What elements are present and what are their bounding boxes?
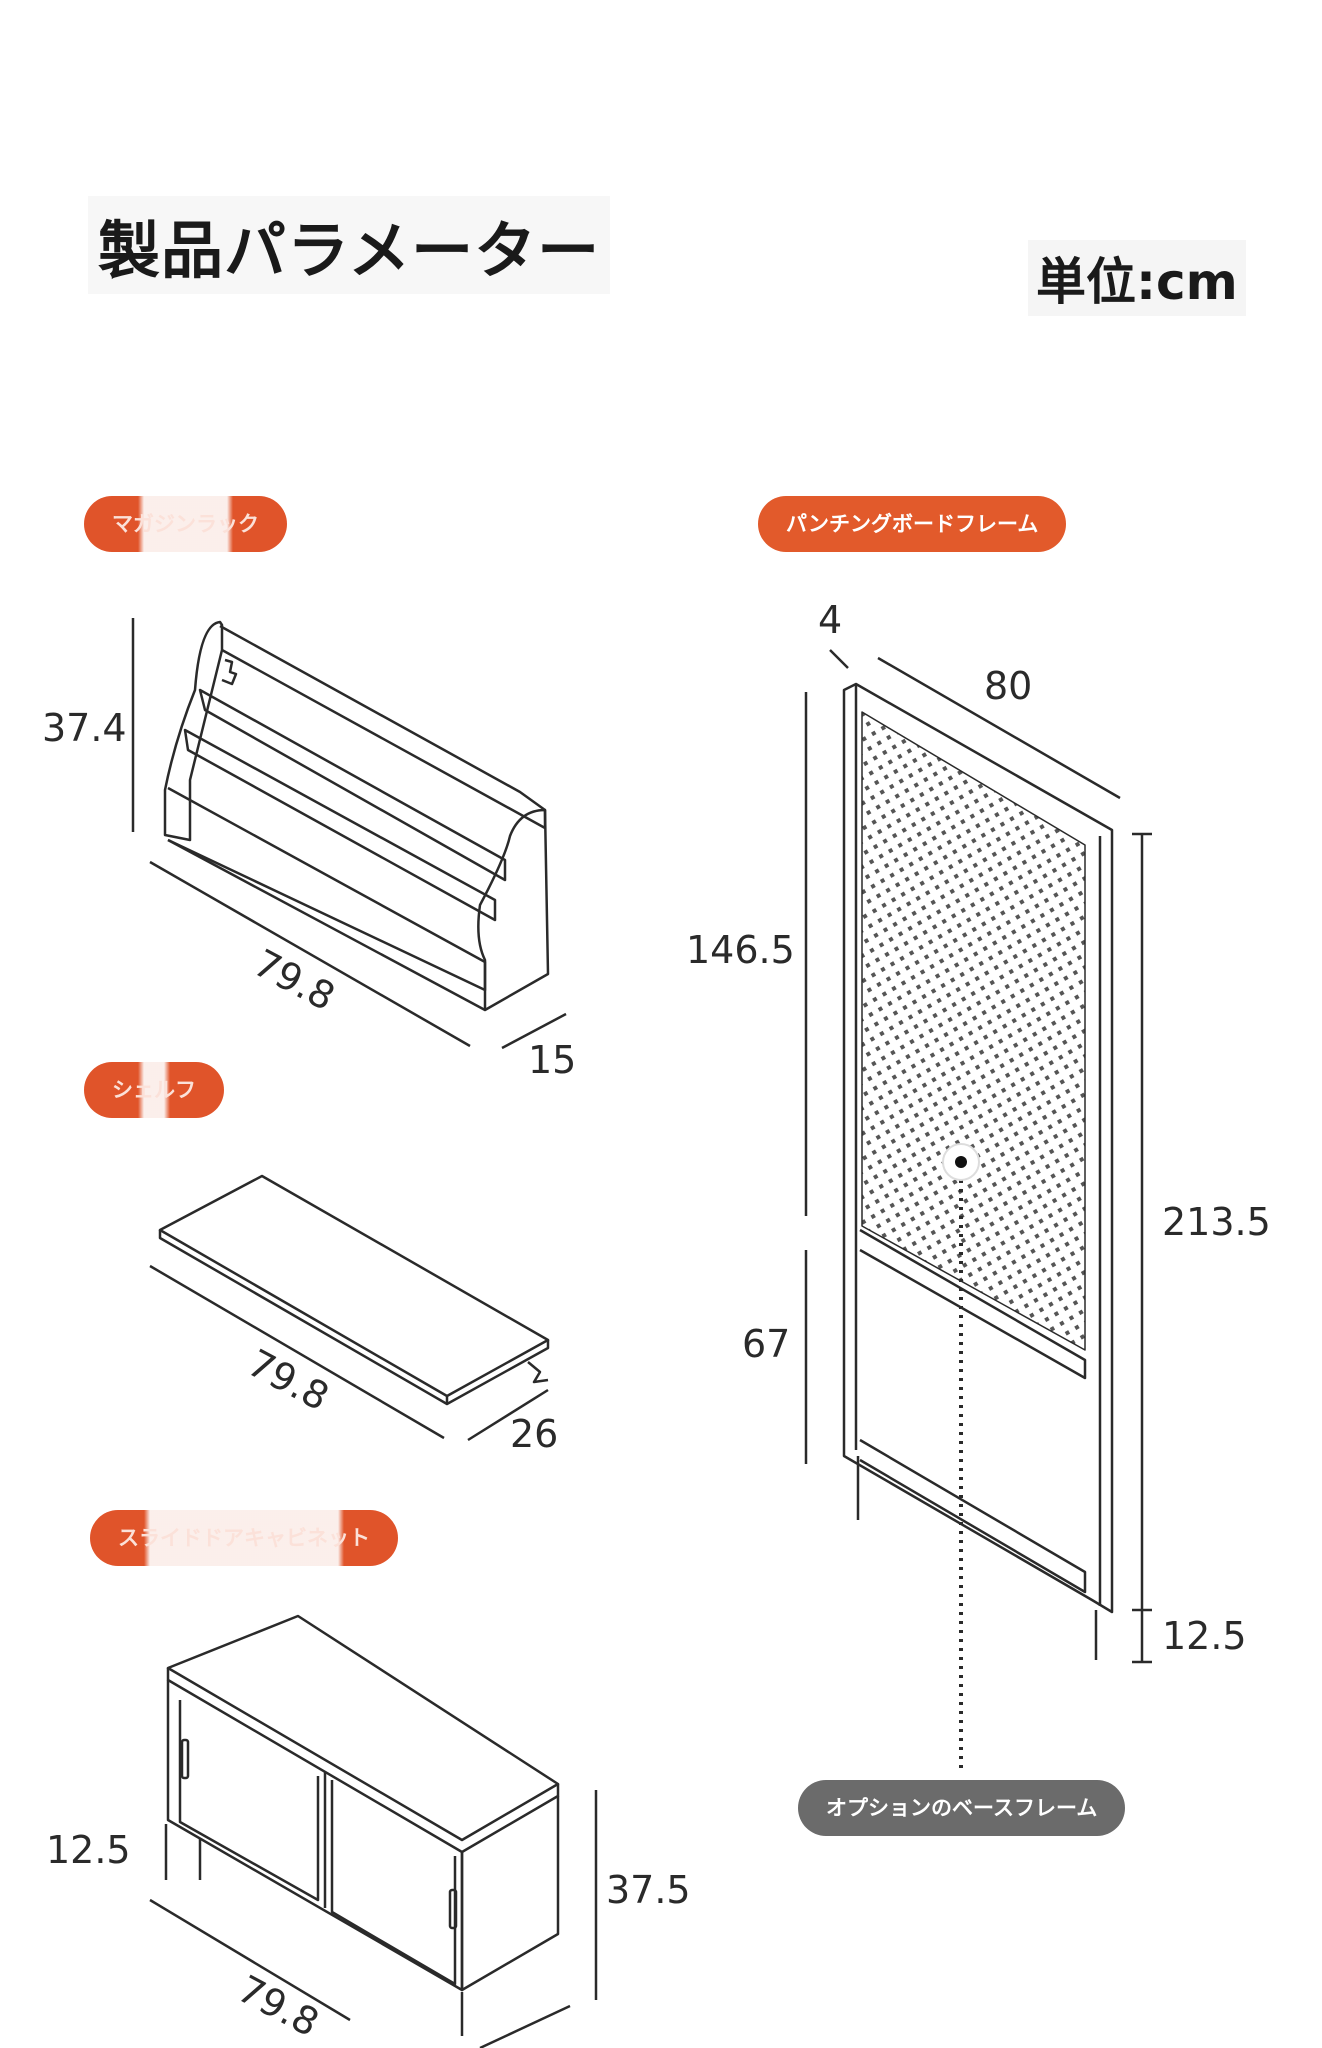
pegboard-width-label: 80: [984, 664, 1033, 708]
section-pill-magazine-rack: マガジンラック: [84, 496, 287, 552]
page-title: 製品パラメーター: [88, 196, 611, 294]
rack-depth-label: 15: [528, 1038, 577, 1082]
rack-height-label: 37.4: [42, 706, 127, 750]
shelf-drawing: [149, 1174, 550, 1442]
pegboard-width-dim-line: [877, 656, 1121, 800]
rack-width-dim-line: [149, 860, 471, 1048]
shelf-width-dim-line: [149, 1264, 445, 1440]
rack-depth-dim-line: [501, 1012, 567, 1050]
pegboard-leg-label: 12.5: [1162, 1614, 1247, 1658]
section-pill-pegboard: パンチングボードフレーム: [758, 496, 1067, 552]
magazine-rack-drawing: [131, 618, 567, 1050]
section-pill-shelf: シェルフ: [84, 1062, 224, 1118]
pegboard-upper-height-label: 146.5: [686, 928, 795, 972]
pegboard-depth-label: 4: [818, 598, 843, 642]
shelf-depth-dim-line: [467, 1388, 549, 1442]
section-pill-base-frame: オプションのベースフレーム: [798, 1780, 1126, 1836]
shelf-depth-label: 26: [510, 1412, 559, 1456]
cabinet-drawing: [149, 1614, 598, 2048]
section-pill-cabinet: スライドドアキャビネット: [90, 1510, 398, 1566]
cabinet-leg-label: 12.5: [46, 1828, 131, 1872]
cabinet-height-label: 37.5: [606, 1868, 691, 1912]
pegboard-depth-dim-line: [829, 649, 849, 669]
cabinet-width-dim-line: [149, 1898, 351, 2022]
pegboard-total-height-label: 213.5: [1162, 1200, 1271, 1244]
unit-label: 単位:cm: [1028, 240, 1246, 316]
pegboard-frame-drawing: [804, 649, 1152, 1664]
pegboard-lower-height-label: 67: [742, 1322, 791, 1366]
